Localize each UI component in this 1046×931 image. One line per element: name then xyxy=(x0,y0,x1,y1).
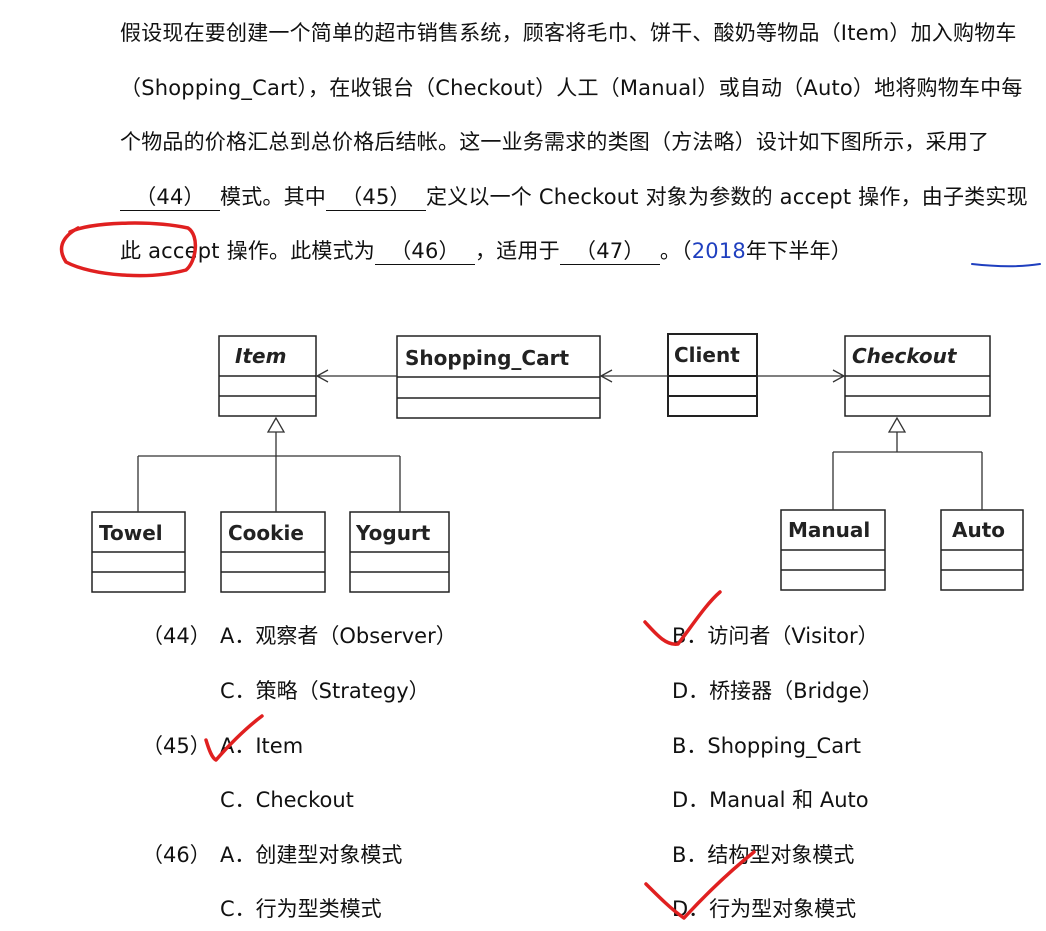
option-44-c[interactable]: C．策略（Strategy） xyxy=(220,679,430,703)
class-client xyxy=(667,333,758,417)
option-46-d[interactable]: D．行为型对象模式 xyxy=(672,897,857,921)
class-shopping-cart xyxy=(396,335,601,419)
option-45-a[interactable]: A．Item xyxy=(220,734,304,758)
option-46-c[interactable]: C．行为型类模式 xyxy=(220,897,382,921)
class-manual-name: Manual xyxy=(788,518,870,542)
class-manual xyxy=(780,509,886,591)
generalization-checkout xyxy=(832,416,983,510)
question-paragraph: 假设现在要创建一个简单的超市销售系统，顾客将毛巾、饼干、酸奶等物品（Item）加… xyxy=(70,6,1032,279)
generalization-item xyxy=(137,416,401,512)
question-text-part6: 年下半年） xyxy=(745,239,852,263)
association-cart-to-item xyxy=(315,369,397,383)
class-yogurt xyxy=(349,511,450,593)
class-auto xyxy=(940,509,1024,591)
association-client-to-cart xyxy=(599,369,668,383)
question-text: 假设现在要创建一个简单的超市销售系统，顾客将毛巾、饼干、酸奶等物品（Item）加… xyxy=(70,6,1032,279)
year-label: 2018 xyxy=(691,239,746,263)
class-shopping-cart-name: Shopping_Cart xyxy=(405,346,569,370)
question-text-part2: 模式。其中 xyxy=(220,184,326,209)
class-yogurt-name: Yogurt xyxy=(355,521,431,545)
class-towel-name: Towel xyxy=(99,521,163,545)
class-cookie xyxy=(220,511,326,593)
option-44-a[interactable]: A．观察者（Observer） xyxy=(220,624,457,648)
question-text-part4: ，适用于 xyxy=(475,239,560,263)
association-client-to-checkout xyxy=(757,369,846,383)
blank-45: （45） xyxy=(326,184,426,211)
blank-46: （46） xyxy=(375,238,475,265)
question-text-part1: 假设现在要创建一个简单的超市销售系统，顾客将毛巾、饼干、酸奶等物品（Item）加… xyxy=(120,21,1023,154)
class-checkout-name: Checkout xyxy=(852,344,958,368)
option-45-c[interactable]: C．Checkout xyxy=(220,788,354,812)
option-46-b[interactable]: B．结构型对象模式 xyxy=(672,843,855,867)
class-client-name: Client xyxy=(674,343,740,367)
class-item-name: Item xyxy=(235,344,286,368)
blank-47: （47） xyxy=(559,238,660,265)
option-45-d[interactable]: D．Manual 和 Auto xyxy=(672,788,869,812)
blank-44: （44） xyxy=(120,184,220,211)
class-auto-name: Auto xyxy=(952,518,1005,542)
question-45-number: （45） xyxy=(142,734,211,758)
question-text-part5: 。（ xyxy=(659,239,692,263)
question-46-number: （46） xyxy=(142,843,211,867)
option-44-d[interactable]: D．桥接器（Bridge） xyxy=(672,679,883,703)
class-cookie-name: Cookie xyxy=(228,521,304,545)
option-45-b[interactable]: B．Shopping_Cart xyxy=(672,734,861,758)
class-towel xyxy=(91,511,186,593)
option-44-b[interactable]: B．访问者（Visitor） xyxy=(672,624,879,648)
class-checkout xyxy=(844,335,991,417)
question-44-number: （44） xyxy=(142,624,211,648)
option-46-a[interactable]: A．创建型对象模式 xyxy=(220,843,403,867)
